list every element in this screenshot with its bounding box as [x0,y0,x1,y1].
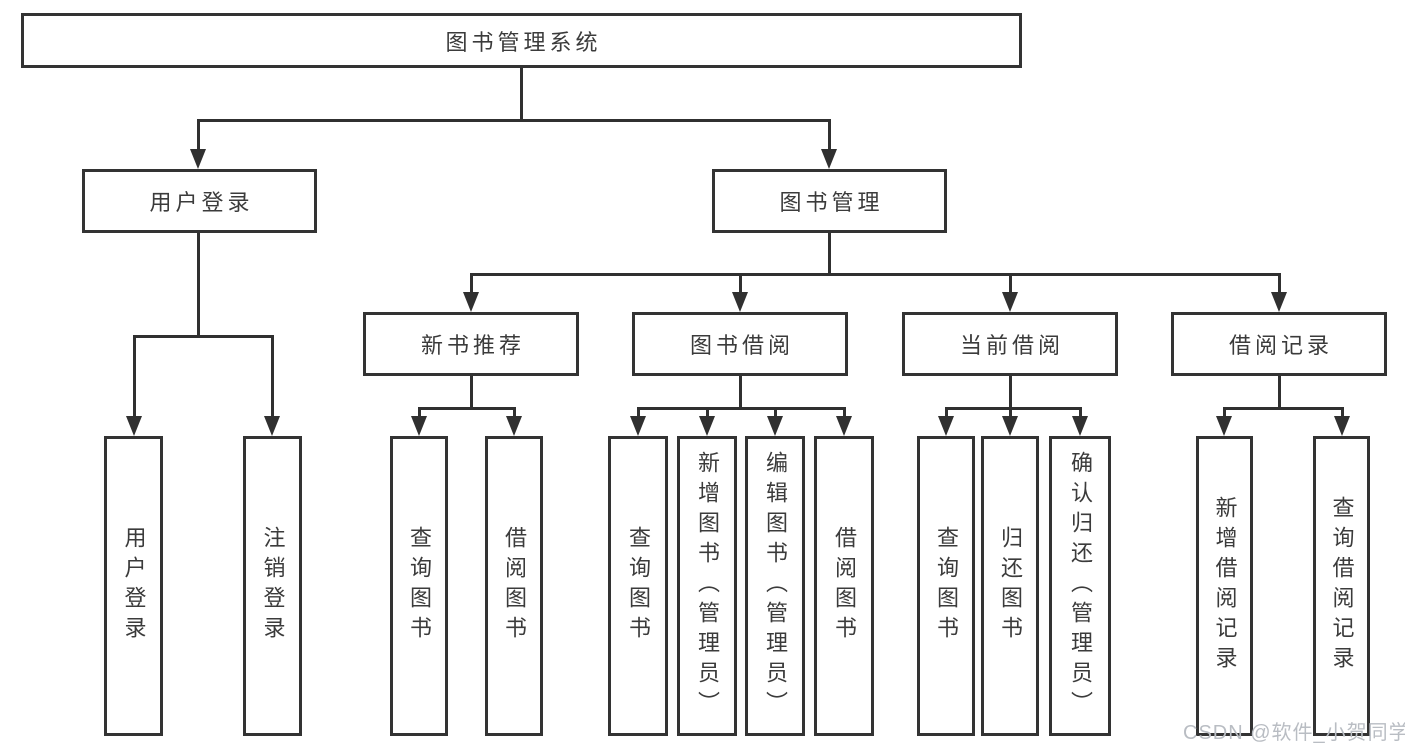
node-book-management: 图书管理 [712,169,947,233]
arrow-down-book-borrow [732,292,748,312]
leaf-br-add-record-label: 新增借阅记录 [1212,496,1238,676]
leaf-user-login-label: 用户登录 [121,526,147,646]
connector-stem-br-add [1222,407,1226,416]
connector-stem-book-borrow [738,273,742,292]
leaf-user-login: 用户登录 [104,436,163,736]
connector-stem-cb-query [944,407,948,416]
connector-stem-bb-edit [773,407,777,416]
arrow-down-bb-query [630,416,646,436]
connector-new-books-stem [469,376,473,407]
connector-stem-bb-query [636,407,640,416]
arrow-down-new-books [463,292,479,312]
connector-stem-leaf-login [132,335,136,416]
connector-stem-nb-query [417,407,421,416]
arrow-down-borrow-records [1271,292,1287,312]
leaf-bb-edit-books-admin: 编辑图书（管理员） [745,436,805,736]
leaf-bb-add-books-admin-label: 新增图书（管理员） [695,451,720,721]
connector-book-borrow-branch [637,407,846,410]
connector-book-mgmt-branch [470,273,1280,276]
connector-root-stem [520,68,523,119]
connector-borrow-records-stem2 [1277,376,1281,407]
leaf-nb-query-books: 查询图书 [390,436,448,736]
arrow-down-leaf-login [126,416,142,436]
leaf-cb-query-books: 查询图书 [917,436,975,736]
leaf-nb-query-books-label: 查询图书 [407,526,432,646]
leaf-logout-label: 注销登录 [260,526,286,646]
leaf-bb-edit-books-admin-label: 编辑图书（管理员） [763,451,788,721]
connector-root-branch [197,119,831,122]
node-new-book-recommend-label: 新书推荐 [420,333,525,358]
node-current-borrowing-label: 当前借阅 [959,333,1064,358]
connector-stem-cb-return [1008,407,1012,416]
connector-stem-bb-borrow [842,407,846,416]
arrow-down-cb-return [1002,416,1018,436]
leaf-br-add-record: 新增借阅记录 [1196,436,1253,736]
node-book-borrowing-label: 图书借阅 [689,333,794,358]
connector-stem-leaf-logout [271,335,274,416]
leaf-bb-add-books-admin: 新增图书（管理员） [677,436,737,736]
arrow-down-bb-borrow [836,416,852,436]
leaf-bb-borrow-books-label: 借阅图书 [832,526,857,646]
connector-stem-nb-borrow [512,407,516,416]
leaf-nb-borrow-books-label: 借阅图书 [502,526,527,646]
connector-current-borrow-stem2 [1008,376,1012,407]
node-user-login-label: 用户登录 [149,190,254,215]
node-user-login: 用户登录 [82,169,317,233]
arrow-down-br-query [1334,416,1350,436]
arrow-down-bb-add [699,416,715,436]
leaf-br-query-record: 查询借阅记录 [1313,436,1370,736]
connector-user-login-stem [197,233,200,335]
arrow-down-br-add [1216,416,1232,436]
connector-stem-borrow-records [1277,273,1281,292]
leaf-cb-query-books-label: 查询图书 [934,526,959,646]
leaf-cb-confirm-return-admin: 确认归还（管理员） [1049,436,1111,736]
connector-stem-bb-add [705,407,709,416]
connector-current-borrow-branch [945,407,1082,410]
arrow-down-nb-query [411,416,427,436]
leaf-cb-return-books-label: 归还图书 [998,526,1023,646]
arrow-down-cb-query [938,416,954,436]
leaf-bb-query-books-label: 查询图书 [626,526,651,646]
arrow-down-current-borrow [1002,292,1018,312]
connector-stem-current-borrow [1008,273,1012,292]
connector-book-borrow-stem2 [738,376,742,407]
node-book-borrowing: 图书借阅 [632,312,848,376]
arrow-down-user-login [190,149,206,169]
node-root-label: 图书管理系统 [445,29,602,55]
connector-stem-cb-confirm [1078,407,1082,416]
csdn-watermark: CSDN @软件_小贺同学 [1183,722,1405,744]
connector-stem-book-mgmt [828,119,831,149]
connector-stem-user-login [196,119,200,149]
leaf-br-query-record-label: 查询借阅记录 [1329,496,1355,676]
leaf-cb-return-books: 归还图书 [981,436,1039,736]
node-book-management-label: 图书管理 [779,190,884,215]
arrow-down-cb-confirm [1072,416,1088,436]
connector-stem-new-books [469,273,473,292]
connector-book-mgmt-stem [828,233,831,273]
leaf-logout: 注销登录 [243,436,302,736]
connector-borrow-records-branch [1223,407,1344,410]
arrow-down-nb-borrow [506,416,522,436]
leaf-nb-borrow-books: 借阅图书 [485,436,543,736]
node-new-book-recommend: 新书推荐 [363,312,579,376]
connector-new-books-branch [418,407,516,410]
node-current-borrowing: 当前借阅 [902,312,1118,376]
connector-stem-br-query [1340,407,1344,416]
arrow-down-leaf-logout [264,416,280,436]
node-root: 图书管理系统 [21,13,1022,68]
node-borrowing-records: 借阅记录 [1171,312,1387,376]
leaf-bb-query-books: 查询图书 [608,436,668,736]
connector-user-login-branch [133,335,274,338]
leaf-cb-confirm-return-admin-label: 确认归还（管理员） [1068,451,1093,721]
node-borrowing-records-label: 借阅记录 [1228,333,1333,358]
arrow-down-book-mgmt [821,149,837,169]
leaf-bb-borrow-books: 借阅图书 [814,436,874,736]
arrow-down-bb-edit [767,416,783,436]
